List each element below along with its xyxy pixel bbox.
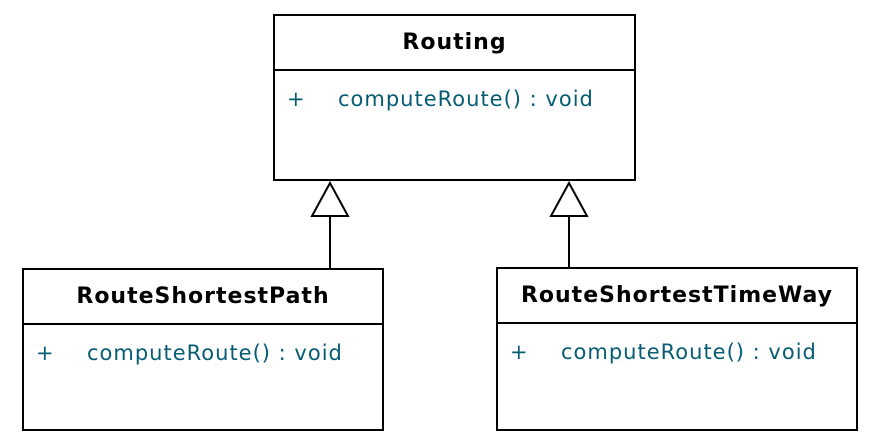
method-visibility: + [287, 87, 306, 111]
method-visibility: + [36, 341, 55, 365]
method-row: + computeRoute() : void [498, 340, 856, 364]
method-signature: computeRoute() : void [338, 87, 594, 111]
hollow-triangle-arrowhead-icon [310, 180, 350, 217]
class-name: Routing [275, 16, 634, 71]
methods-compartment: + computeRoute() : void [498, 324, 856, 429]
method-row: + computeRoute() : void [275, 87, 634, 111]
hollow-triangle-arrowhead-icon [549, 180, 589, 217]
method-row: + computeRoute() : void [24, 341, 382, 365]
class-name: RouteShortestTimeWay [498, 269, 856, 324]
generalization-arrow-routeshortestpath-to-routing [310, 180, 350, 269]
method-signature: computeRoute() : void [87, 341, 343, 365]
class-name: RouteShortestPath [24, 270, 382, 325]
class-box-routeshortestpath: RouteShortestPath + computeRoute() : voi… [22, 268, 384, 431]
methods-compartment: + computeRoute() : void [24, 325, 382, 429]
method-signature: computeRoute() : void [561, 340, 817, 364]
methods-compartment: + computeRoute() : void [275, 71, 634, 179]
generalization-arrow-routeshortesttimeway-to-routing [549, 180, 589, 268]
class-box-routeshortesttimeway: RouteShortestTimeWay + computeRoute() : … [496, 267, 858, 431]
class-box-routing: Routing + computeRoute() : void [273, 14, 636, 181]
method-visibility: + [510, 340, 529, 364]
